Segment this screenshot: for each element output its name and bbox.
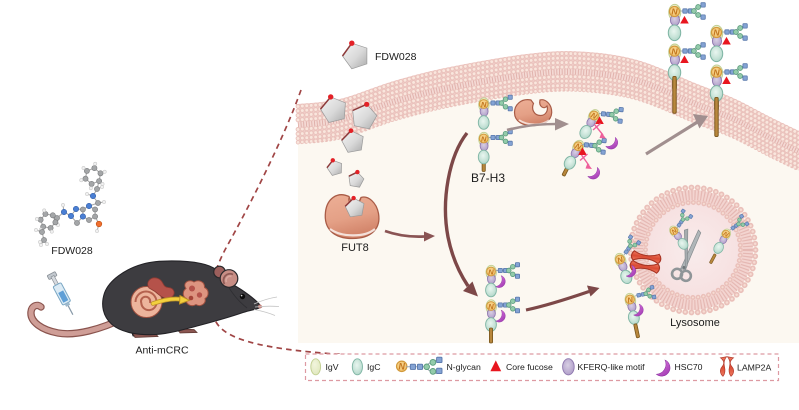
svg-text:FDW028: FDW028 [375, 51, 417, 63]
svg-text:LAMP2A: LAMP2A [737, 362, 771, 372]
svg-text:KFERQ-like motif: KFERQ-like motif [578, 362, 646, 372]
svg-text:B7-H3: B7-H3 [471, 171, 505, 185]
svg-text:N-glycan: N-glycan [447, 362, 481, 372]
svg-text:HSC70: HSC70 [675, 362, 703, 372]
svg-text:FDW028: FDW028 [51, 245, 93, 257]
svg-text:IgC: IgC [367, 362, 381, 372]
svg-text:IgV: IgV [326, 362, 339, 372]
svg-text:FUT8: FUT8 [341, 242, 369, 254]
svg-text:Anti-mCRC: Anti-mCRC [135, 345, 189, 357]
svg-text:Core fucose: Core fucose [506, 362, 553, 372]
svg-text:Lysosome: Lysosome [670, 317, 720, 329]
